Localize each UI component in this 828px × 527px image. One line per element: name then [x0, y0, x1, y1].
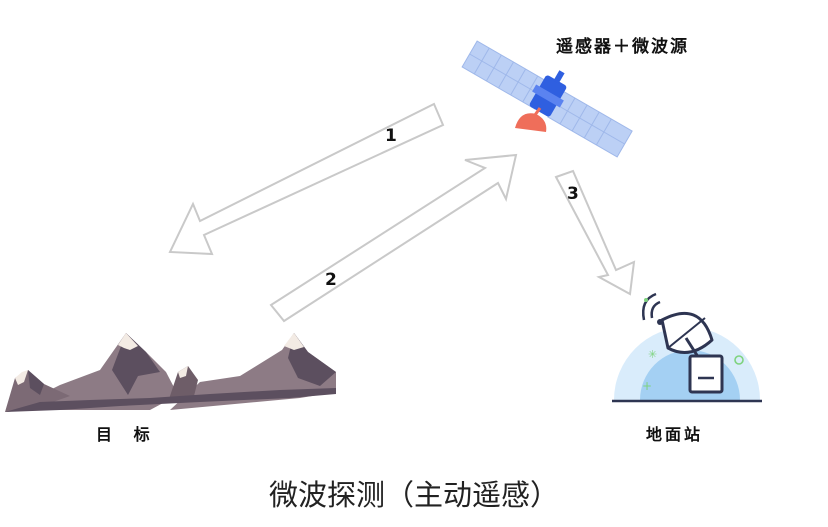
arrow-2-label: 2: [325, 270, 337, 290]
arrow-1: [168, 102, 445, 256]
svg-text:✳: ✳: [648, 348, 657, 361]
satellite-icon: [461, 40, 633, 158]
radar-dish-icon: + ✳: [612, 292, 762, 403]
arrow-3: [554, 169, 636, 296]
ground-station-label: 地面站: [646, 425, 704, 444]
satellite-label: 遥感器＋微波源: [556, 37, 689, 57]
diagram-caption: 微波探测（主动遥感）: [268, 478, 559, 512]
svg-text:+: +: [642, 379, 652, 393]
mountains-icon: [5, 333, 336, 412]
arrow-3-label: 3: [567, 184, 579, 204]
target-label: 目 标: [96, 425, 152, 444]
arrow-2: [269, 153, 518, 323]
arrow-1-label: 1: [385, 126, 397, 146]
